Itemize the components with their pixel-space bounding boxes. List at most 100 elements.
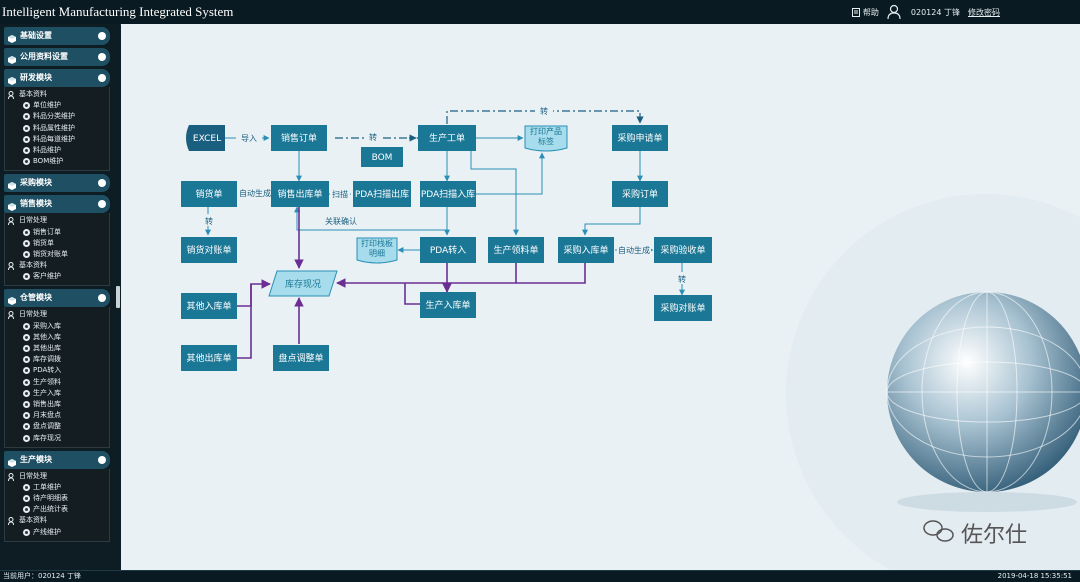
- node-purchase-inbound[interactable]: 采购入库单: [558, 237, 614, 263]
- sidebar-item[interactable]: 料品维护: [5, 145, 109, 156]
- sidebar-item[interactable]: BOM维护: [5, 156, 109, 167]
- item-gear-icon: [23, 250, 30, 258]
- sidebar-item[interactable]: 库存调拨: [5, 354, 109, 365]
- sidebar-item[interactable]: 月末盘点: [5, 410, 109, 421]
- sidebar-item-label: PDA转入: [33, 366, 62, 375]
- node-inventory-status[interactable]: 库存现况: [268, 270, 338, 297]
- sidebar-item-label: 工单维护: [33, 482, 61, 491]
- node-work-order[interactable]: 生产工单: [418, 125, 476, 151]
- sidebar-item[interactable]: 客户维护: [5, 271, 109, 282]
- svg-text:生产工单: 生产工单: [429, 132, 465, 144]
- node-sales-delivery[interactable]: 销货单: [181, 181, 237, 207]
- sidebar-item[interactable]: 销售订单: [5, 227, 109, 238]
- sidebar-item-label: 销货对账单: [33, 249, 68, 258]
- sidebar-section-header[interactable]: 公用资料设置: [4, 48, 110, 66]
- sidebar-item[interactable]: 生产领料: [5, 377, 109, 388]
- section-toggle-icon[interactable]: [98, 455, 106, 464]
- node-production-inbound[interactable]: 生产入库单: [420, 292, 476, 318]
- sidebar-section-header[interactable]: 基础设置: [4, 27, 110, 45]
- sidebar-item[interactable]: 其他入库: [5, 332, 109, 343]
- node-pda-scan-outbound[interactable]: PDA扫描出库: [353, 181, 411, 207]
- node-other-inbound[interactable]: 其他入库单: [181, 293, 237, 319]
- sidebar-item-label: 单位维护: [33, 101, 61, 110]
- sidebar-section-header[interactable]: 仓管模块: [4, 289, 110, 308]
- sidebar-item-label: 盘点调整: [33, 422, 61, 431]
- sidebar-group[interactable]: 日常处理: [5, 471, 109, 482]
- sidebar-item[interactable]: 采购入库: [5, 321, 109, 332]
- node-purchase-statement[interactable]: 采购对账单: [654, 295, 712, 321]
- item-gear-icon: [23, 113, 30, 121]
- svg-text:销售订单: 销售订单: [281, 132, 317, 144]
- sidebar-item[interactable]: 产出统计表: [5, 504, 109, 515]
- help-button[interactable]: 帮助: [851, 7, 879, 18]
- sidebar-section: 采购模块: [4, 174, 110, 193]
- sidebar-group[interactable]: 日常处理: [5, 309, 109, 320]
- sidebar-group[interactable]: 基本资料: [5, 515, 109, 526]
- sidebar-collapse-handle[interactable]: [116, 286, 120, 308]
- section-toggle-icon[interactable]: [98, 200, 106, 209]
- svg-text:采购验收单: 采购验收单: [660, 244, 705, 256]
- section-toggle-icon[interactable]: [98, 74, 106, 82]
- node-bom[interactable]: BOM: [361, 147, 403, 167]
- app-title: Intelligent Manufacturing Integrated Sys…: [2, 4, 234, 19]
- sidebar-item[interactable]: 料品分类维护: [5, 111, 109, 122]
- sidebar-item[interactable]: 产线维护: [5, 527, 109, 538]
- sidebar-item-label: 其他入库: [33, 332, 61, 341]
- top-bar: Intelligent Manufacturing Integrated Sys…: [0, 0, 1080, 25]
- sidebar-section-header[interactable]: 研发模块: [4, 69, 110, 87]
- node-production-picking[interactable]: 生产领料单: [488, 237, 544, 263]
- node-sales-order[interactable]: 销售订单: [271, 125, 327, 151]
- node-other-outbound[interactable]: 其他出库单: [181, 345, 237, 371]
- node-purchase-request[interactable]: 采购申请单: [612, 125, 668, 151]
- sidebar-item[interactable]: 销货对账单: [5, 249, 109, 260]
- sidebar-item-label: 其他出库: [33, 344, 61, 352]
- node-pda-scan-inbound[interactable]: PDA扫描入库: [420, 181, 476, 207]
- item-gear-icon: [23, 423, 30, 431]
- sidebar-item[interactable]: 工单维护: [5, 482, 109, 493]
- sidebar-section-title: 生产模块: [20, 454, 52, 464]
- globe-illustration: [786, 194, 1080, 570]
- sidebar-item[interactable]: 生产入库: [5, 388, 109, 399]
- node-print-pallet[interactable]: 打印栈板 明细: [356, 237, 398, 264]
- sidebar-group[interactable]: 日常处理: [5, 215, 109, 226]
- node-purchase-order[interactable]: 采购订单: [612, 181, 668, 207]
- node-print-label[interactable]: 打印产品 标签: [524, 125, 568, 152]
- sidebar-item[interactable]: 待产明细表: [5, 493, 109, 504]
- edge-label-link-confirm: 关联确认: [325, 216, 357, 226]
- node-stocktake-adjust[interactable]: 盘点调整单: [273, 345, 329, 371]
- sidebar-group[interactable]: 基本资料: [5, 260, 109, 271]
- section-toggle-icon[interactable]: [98, 294, 106, 303]
- sidebar-item[interactable]: 销售出库: [5, 399, 109, 410]
- node-pda-transfer[interactable]: PDA转入: [420, 237, 476, 263]
- sidebar-section-header[interactable]: 采购模块: [4, 174, 110, 193]
- sidebar-item[interactable]: 其他出库: [5, 343, 109, 354]
- sidebar-group[interactable]: 基本资料: [5, 89, 109, 100]
- sidebar-item[interactable]: 料品每道维护: [5, 134, 109, 145]
- sidebar-item[interactable]: PDA转入: [5, 365, 109, 376]
- node-sales-outbound[interactable]: 销售出库单: [271, 181, 329, 207]
- edge-label-scan: 扫描: [332, 189, 348, 199]
- section-toggle-icon[interactable]: [98, 32, 106, 40]
- section-toggle-icon[interactable]: [98, 179, 106, 188]
- group-user-icon: [8, 311, 16, 320]
- change-password-link[interactable]: 修改密码: [968, 7, 1000, 17]
- svg-text:PDA扫描入库: PDA扫描入库: [421, 188, 475, 200]
- node-purchase-acceptance[interactable]: 采购验收单: [654, 237, 712, 263]
- sidebar-item[interactable]: 盘点调整: [5, 421, 109, 432]
- watermark-logo: 佐尔仕: [923, 520, 1027, 548]
- sidebar-section-header[interactable]: 生产模块: [4, 450, 110, 469]
- section-toggle-icon[interactable]: [98, 53, 106, 61]
- item-gear-icon: [23, 273, 30, 281]
- sidebar-item-label: 料品维护: [33, 145, 61, 154]
- sidebar-item[interactable]: 料品属性维护: [5, 123, 109, 134]
- sidebar-section-body: 日常处理工单维护待产明细表产出统计表基本资料产线维护: [4, 468, 110, 542]
- node-sales-statement[interactable]: 销货对账单: [181, 237, 237, 263]
- module-cube-icon: [8, 74, 16, 85]
- sidebar-section-header[interactable]: 销售模块: [4, 195, 110, 214]
- sidebar-item[interactable]: 单位维护: [5, 100, 109, 111]
- sidebar-item[interactable]: 库存现况: [5, 433, 109, 444]
- node-excel[interactable]: EXCEL: [186, 125, 225, 151]
- sidebar-item[interactable]: 销货单: [5, 238, 109, 249]
- sidebar-section-title: 基础设置: [20, 31, 52, 40]
